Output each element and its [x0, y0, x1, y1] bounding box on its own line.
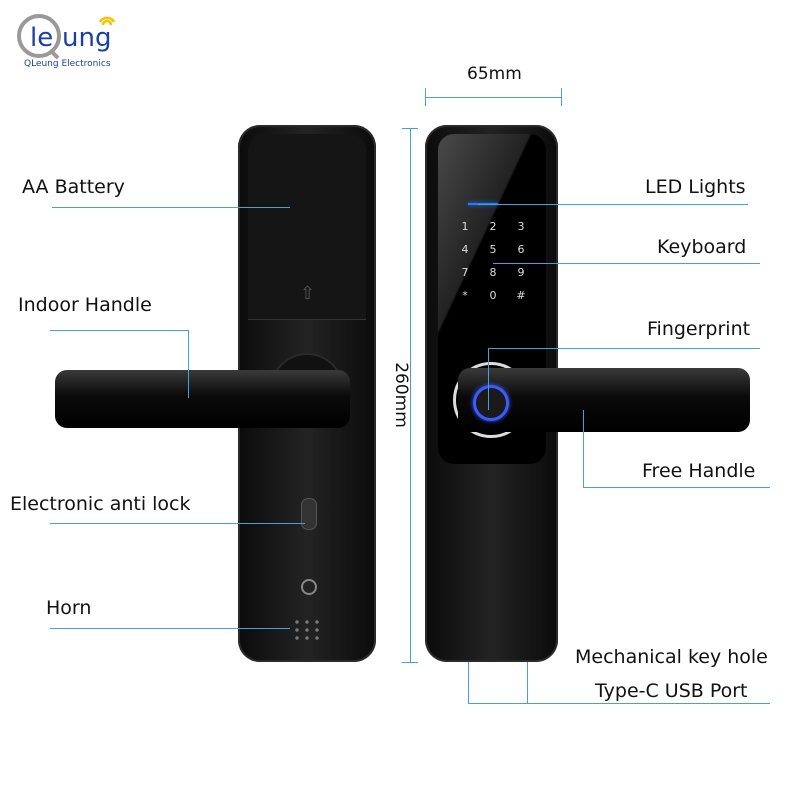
- svg-text:le: le: [30, 23, 53, 53]
- callout-free-handle-v: [583, 410, 584, 487]
- key-4: 4: [461, 243, 469, 256]
- callout-indoor-handle: [50, 330, 188, 331]
- logo-mark-icon: le ung: [17, 14, 116, 60]
- label-free-handle: Free Handle: [642, 460, 756, 482]
- width-tick-left: [425, 88, 426, 106]
- callout-free-handle: [583, 487, 770, 488]
- fingerprint-sensor-icon: [473, 385, 509, 421]
- label-indoor-handle: Indoor Handle: [18, 294, 152, 316]
- key-3: 3: [517, 220, 525, 233]
- label-led-lights: LED Lights: [645, 176, 746, 198]
- key-1: 1: [461, 220, 469, 233]
- callout-horn: [50, 628, 290, 629]
- key-star: *: [462, 289, 468, 302]
- height-tick-top: [402, 128, 418, 129]
- indoor-handle: [55, 370, 350, 428]
- callout-keyhole-v: [527, 662, 528, 703]
- callout-usb-v: [468, 662, 469, 703]
- label-type-c-usb-port: Type-C USB Port: [595, 680, 748, 702]
- battery-cover: [248, 134, 366, 320]
- height-dimension: 260mm: [390, 362, 411, 428]
- key-0: 0: [489, 289, 497, 302]
- callout-bottom-ports: [468, 703, 770, 704]
- label-mechanical-key-hole: Mechanical key hole: [575, 646, 768, 668]
- key-8: 8: [489, 266, 497, 279]
- width-line: [425, 97, 562, 98]
- arrow-up-icon: ⇧: [300, 283, 316, 304]
- key-6: 6: [517, 243, 525, 256]
- callout-fingerprint-v: [488, 348, 489, 410]
- svg-text:ung: ung: [62, 23, 111, 53]
- height-tick-bottom: [402, 662, 418, 663]
- key-hash: #: [516, 289, 526, 302]
- callout-aa-battery: [52, 207, 290, 208]
- key-7: 7: [461, 266, 469, 279]
- key-2: 2: [489, 220, 497, 233]
- callout-fingerprint: [488, 348, 760, 349]
- label-horn: Horn: [46, 597, 92, 619]
- width-tick-right: [561, 88, 562, 106]
- key-5: 5: [489, 243, 497, 256]
- label-keyboard: Keyboard: [657, 236, 747, 258]
- callout-keyboard: [493, 263, 760, 264]
- key-9: 9: [517, 266, 525, 279]
- anti-lock-switch: [301, 498, 317, 530]
- logo-subtitle: QLeung Electronics: [24, 59, 111, 69]
- label-fingerprint: Fingerprint: [647, 318, 751, 340]
- width-dimension: 65mm: [467, 64, 522, 84]
- callout-anti-lock: [50, 523, 305, 524]
- label-electronic-anti-lock: Electronic anti lock: [10, 493, 191, 515]
- callout-led: [478, 204, 748, 205]
- logo: le ung QLeung Electronics: [14, 10, 124, 72]
- label-aa-battery: AA Battery: [22, 176, 125, 198]
- horn-grille-icon: [292, 618, 322, 640]
- knob-icon: [301, 579, 317, 595]
- callout-indoor-handle-v: [188, 330, 189, 398]
- height-line: [410, 128, 411, 662]
